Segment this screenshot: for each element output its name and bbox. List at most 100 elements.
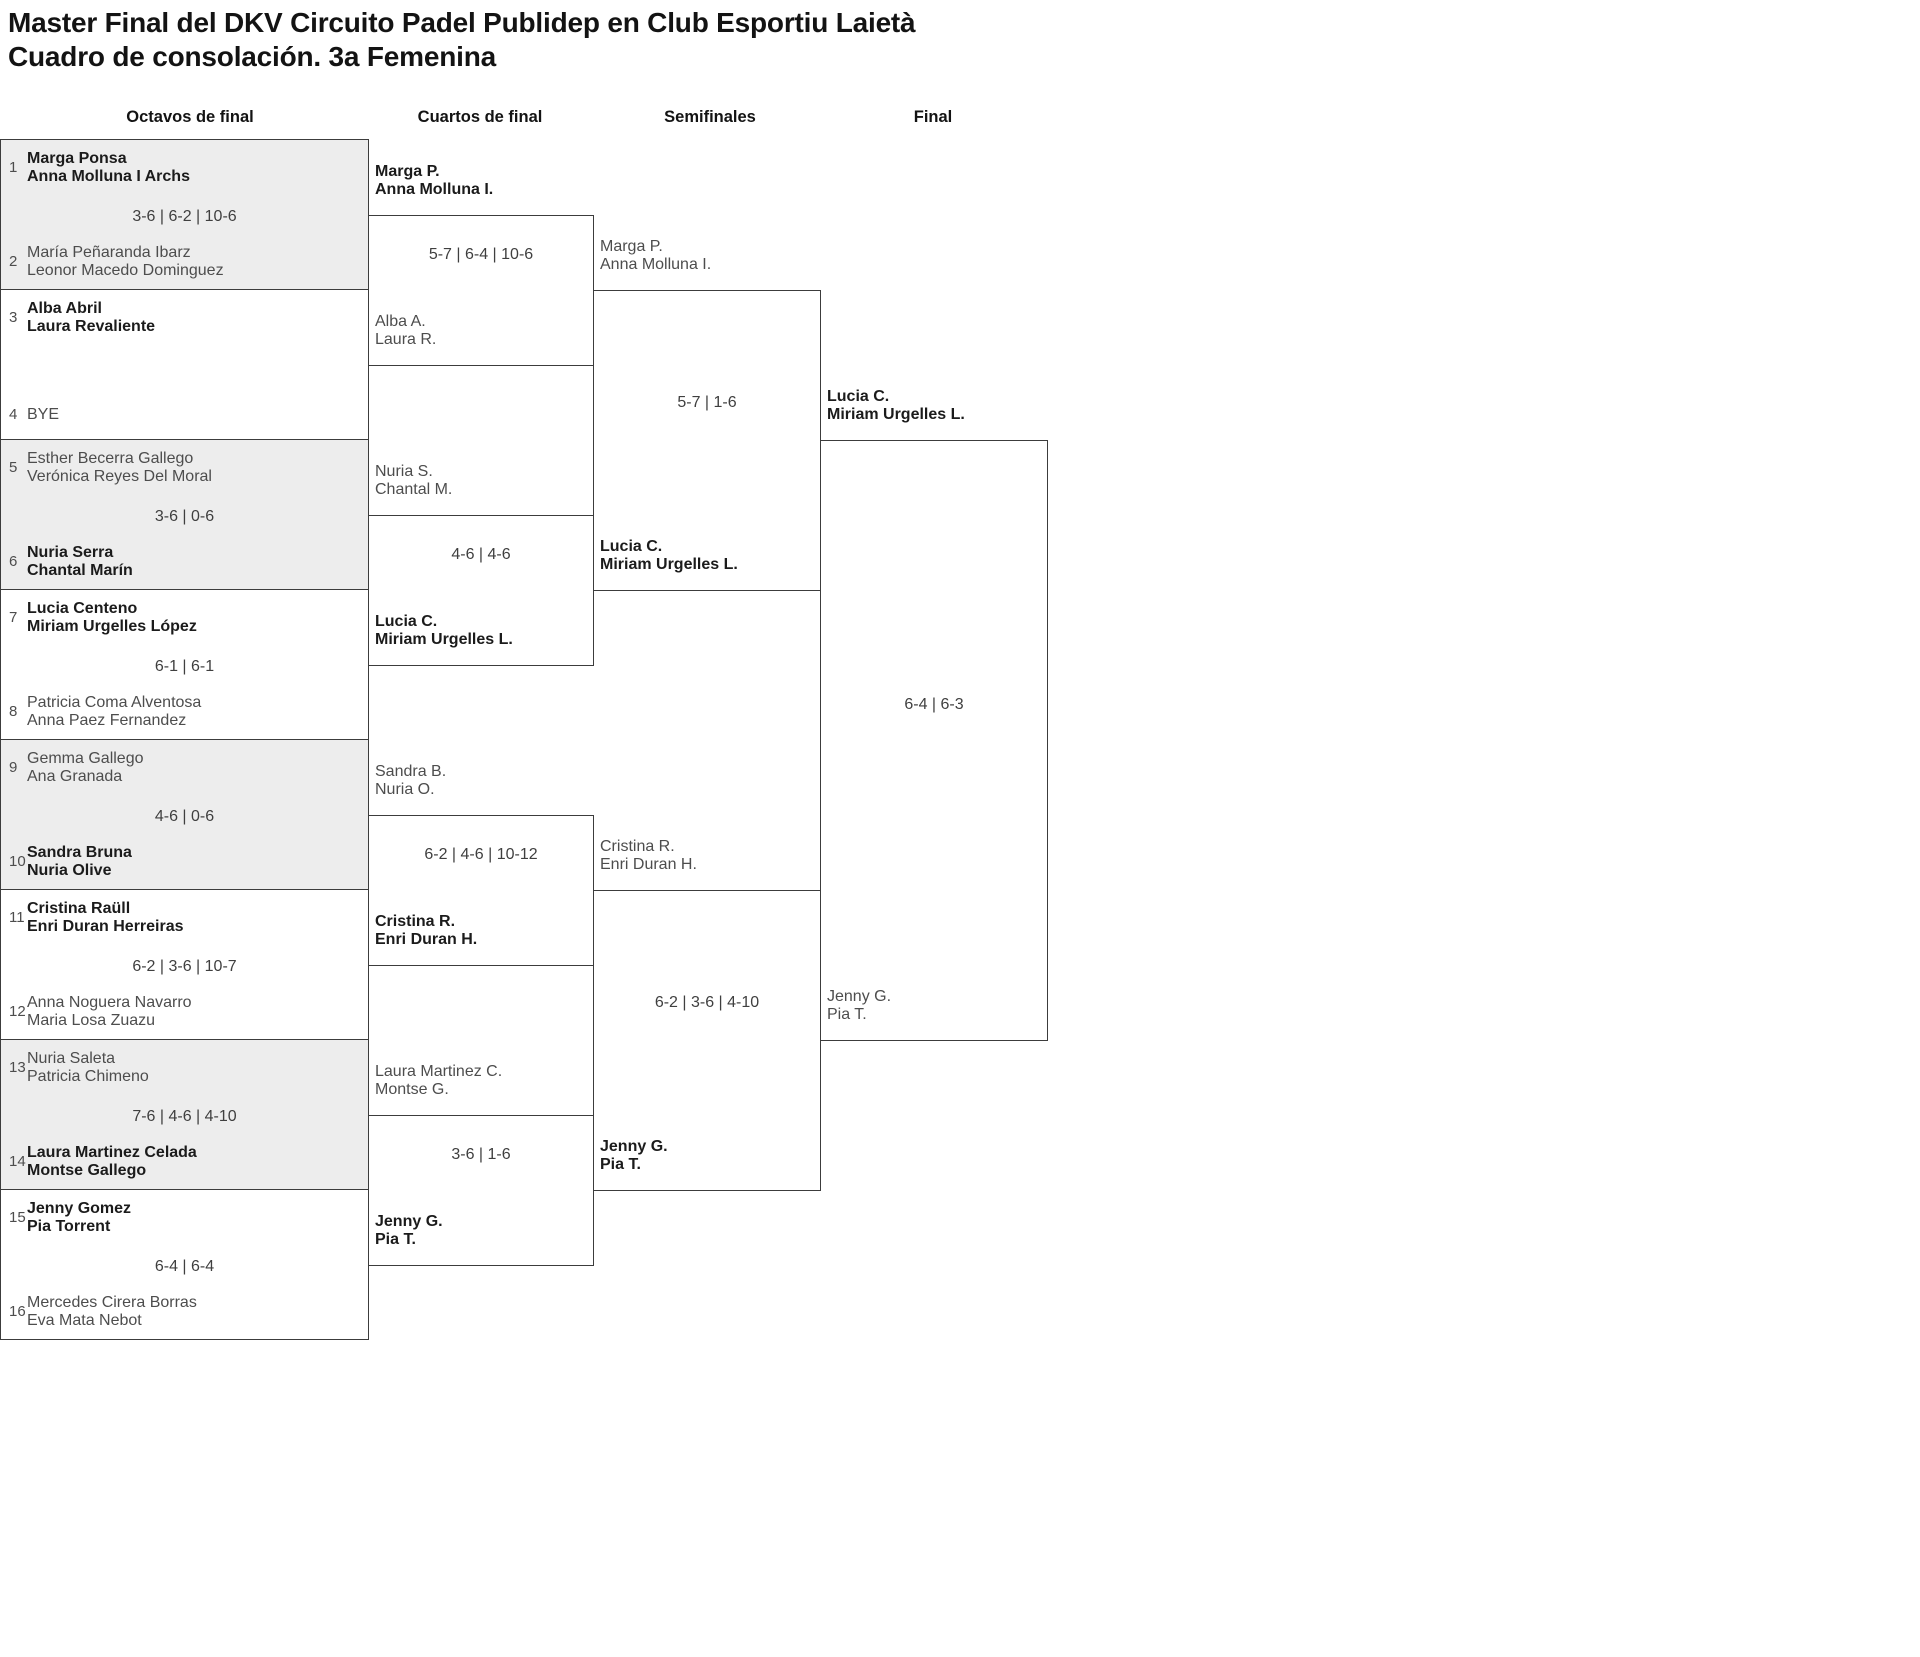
player-name: Alba A.	[375, 313, 426, 330]
player-name: Jenny G.	[600, 1138, 668, 1155]
match-box: 1 Marga Ponsa Anna Molluna I Archs 3-6 |…	[0, 139, 369, 290]
match-score: 6-1 | 6-1	[154, 658, 215, 675]
team-names: Cristina R. Enri Duran H.	[375, 913, 477, 948]
player-name: Cristina R.	[375, 913, 456, 930]
player-name: Montse Gallego	[27, 1161, 147, 1179]
seed-number: 12	[9, 1003, 26, 1020]
team-names: Marga P. Anna Molluna I.	[375, 163, 493, 198]
player-name: Jenny G.	[827, 988, 892, 1005]
seed-number: 1	[9, 159, 18, 176]
team-names: Anna Noguera Navarro Maria Losa Zuazu	[27, 994, 192, 1029]
team-row: 3 Alba Abril Laura Revaliente	[1, 300, 155, 335]
match-score: 6-2 | 4-6 | 10-12	[424, 846, 538, 863]
player-name: Nuria Saleta	[27, 1050, 116, 1067]
player-name: Pia Torrent	[27, 1217, 111, 1235]
player-name: Sandra B.	[375, 763, 447, 780]
seed-number: 8	[9, 703, 18, 720]
player-name: Jenny G.	[375, 1213, 443, 1230]
seed-number: 11	[9, 909, 25, 926]
team-names: Laura Martinez Celada Montse Gallego	[27, 1144, 197, 1179]
match-score: 7-6 | 4-6 | 4-10	[132, 1108, 237, 1125]
player-name: Chantal M.	[375, 480, 453, 498]
match-box: 7 Lucia Centeno Miriam Urgelles López 6-…	[0, 589, 369, 740]
bye-label: BYE	[27, 406, 59, 424]
player-name: Anna Paez Fernandez	[27, 711, 187, 729]
seed-number: 6	[9, 553, 18, 570]
team-row: 10 Sandra Bruna Nuria Olive	[1, 844, 132, 879]
player-name: Esther Becerra Gallego	[27, 450, 194, 467]
player-name: Verónica Reyes Del Moral	[27, 467, 212, 485]
player-name: Anna Noguera Navarro	[27, 994, 192, 1011]
match-score: 3-6 | 1-6	[451, 1146, 511, 1163]
player-name: Laura Martinez C.	[375, 1063, 503, 1080]
player-name: Nuria S.	[375, 463, 433, 480]
match-score: 4-6 | 4-6	[451, 546, 511, 563]
team-row: 1 Marga Ponsa Anna Molluna I Archs	[1, 150, 190, 185]
match-score: 5-7 | 6-4 | 10-6	[428, 246, 534, 263]
team-names: Marga Ponsa Anna Molluna I Archs	[27, 150, 190, 185]
player-name: Maria Losa Zuazu	[27, 1011, 156, 1029]
team-names: Gemma Gallego Ana Granada	[27, 750, 144, 785]
page-title: Master Final del DKV Circuito Padel Publ…	[8, 6, 916, 74]
team-names: Jenny G. Pia T.	[827, 988, 891, 1023]
team-row: 12 Anna Noguera Navarro Maria Losa Zuazu	[1, 994, 192, 1029]
title-line-1: Master Final del DKV Circuito Padel Publ…	[8, 7, 916, 38]
column-header-octavos: Octavos de final	[126, 108, 254, 126]
team-row: 8 Patricia Coma Alventosa Anna Paez Fern…	[1, 694, 201, 729]
player-name: Miriam Urgelles L.	[375, 630, 513, 648]
team-names: Jenny Gomez Pia Torrent	[27, 1200, 131, 1235]
player-name: Lucia C.	[600, 538, 663, 555]
player-name: Nuria Serra	[27, 544, 114, 561]
match-score: 6-2 | 3-6 | 4-10	[654, 994, 760, 1011]
player-name: Nuria O.	[375, 780, 435, 798]
team-names: Jenny G. Pia T.	[375, 1213, 443, 1248]
player-name: Laura Revaliente	[27, 317, 156, 335]
player-name: Enri Duran H.	[600, 855, 697, 873]
player-name: Anna Molluna I Archs	[27, 167, 190, 185]
team-row: 7 Lucia Centeno Miriam Urgelles López	[1, 600, 197, 635]
seed-number: 5	[9, 459, 18, 476]
team-row: 5 Esther Becerra Gallego Verónica Reyes …	[1, 450, 212, 485]
player-name: Enri Duran H.	[375, 930, 478, 948]
seed-number: 7	[9, 609, 18, 626]
player-name: Anna Molluna I.	[600, 255, 712, 273]
player-name: Miriam Urgelles L.	[827, 405, 965, 423]
seed-number: 3	[9, 309, 18, 326]
team-names: María Peñaranda Ibarz Leonor Macedo Domi…	[27, 244, 224, 279]
team-names: Marga P. Anna Molluna I.	[600, 238, 711, 273]
player-name: Patricia Coma Alventosa	[27, 694, 202, 711]
match-score: 3-6 | 6-2 | 10-6	[132, 208, 237, 225]
team-row: 9 Gemma Gallego Ana Granada	[1, 750, 144, 785]
team-row: 13 Nuria Saleta Patricia Chimeno	[1, 1050, 149, 1085]
team-names: Cristina Raüll Enri Duran Herreiras	[27, 900, 184, 935]
seed-number: 16	[9, 1303, 26, 1320]
player-name: Anna Molluna I.	[375, 180, 494, 198]
seed-number: 2	[9, 253, 18, 270]
team-names: Nuria S. Chantal M.	[375, 463, 452, 498]
player-name: Pia T.	[827, 1005, 867, 1023]
team-row: 15 Jenny Gomez Pia Torrent	[1, 1200, 131, 1235]
seed-number: 15	[9, 1209, 26, 1226]
team-names: Lucia C. Miriam Urgelles L.	[827, 388, 965, 423]
player-name: Nuria Olive	[27, 861, 112, 879]
team-row: 16 Mercedes Cirera Borras Eva Mata Nebot	[1, 1294, 197, 1329]
player-name: BYE	[27, 406, 60, 423]
team-names: Patricia Coma Alventosa Anna Paez Fernan…	[27, 694, 201, 729]
team-names: Lucia C. Miriam Urgelles L.	[600, 538, 738, 573]
match-box: 11 Cristina Raüll Enri Duran Herreiras 6…	[0, 889, 369, 1040]
seed-number: 9	[9, 759, 18, 776]
player-name: Chantal Marín	[27, 561, 133, 579]
player-name: Lucia Centeno	[27, 600, 138, 617]
player-name: Miriam Urgelles López	[27, 617, 197, 635]
match-score: 6-4 | 6-4	[154, 1258, 215, 1275]
column-header-semifinales: Semifinales	[664, 108, 756, 126]
player-name: Pia T.	[375, 1230, 416, 1248]
match-score: 3-6 | 0-6	[154, 508, 215, 525]
player-name: María Peñaranda Ibarz	[27, 244, 191, 261]
player-name: Mercedes Cirera Borras	[27, 1294, 197, 1311]
match-box: 15 Jenny Gomez Pia Torrent 6-4 | 6-4 16 …	[0, 1189, 369, 1340]
player-name: Eva Mata Nebot	[27, 1311, 142, 1329]
match-box: 9 Gemma Gallego Ana Granada 4-6 | 0-6 10…	[0, 739, 369, 890]
player-name: Miriam Urgelles L.	[600, 555, 738, 573]
